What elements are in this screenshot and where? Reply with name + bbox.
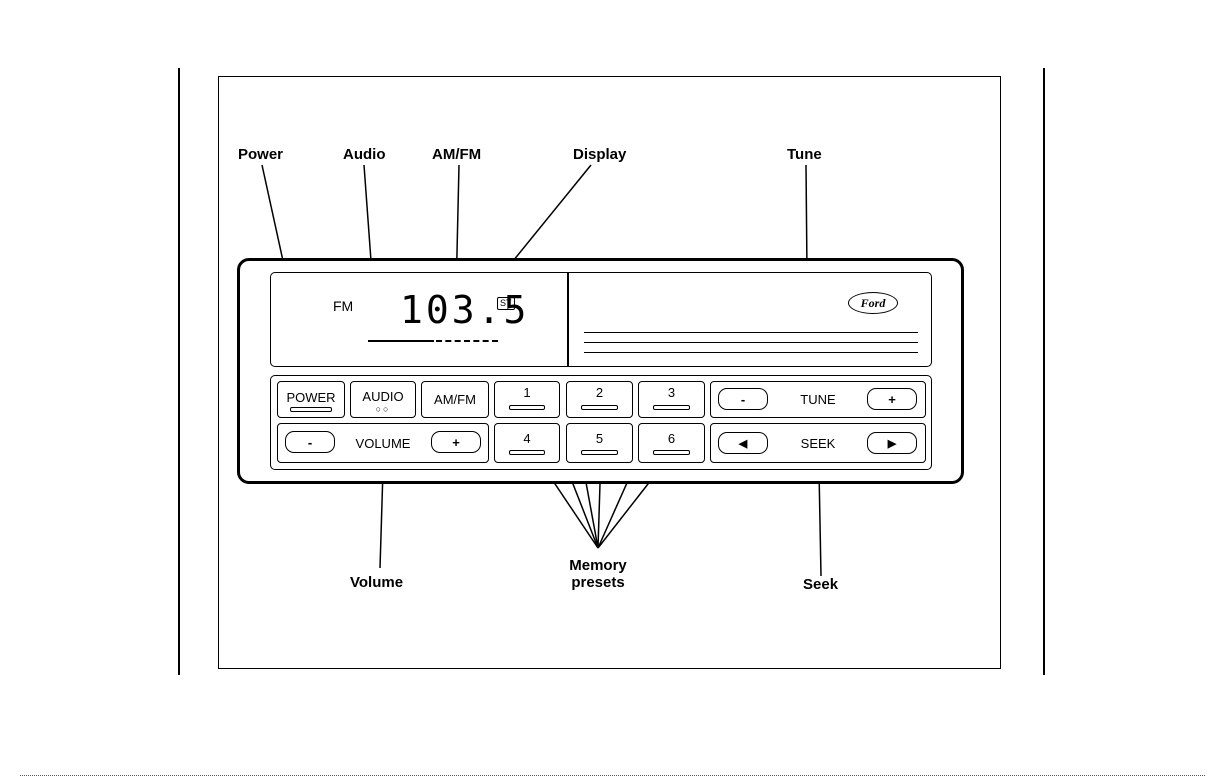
display-line-1 bbox=[584, 332, 918, 333]
audio-button[interactable]: AUDIO ○○ bbox=[350, 381, 416, 418]
preset-bar-4 bbox=[509, 450, 545, 455]
preset-button-4[interactable]: 4 bbox=[494, 423, 560, 463]
signal-bar-dashed bbox=[436, 340, 498, 342]
display-line-2 bbox=[584, 342, 918, 343]
callout-memory-presets: Memory presets bbox=[560, 557, 636, 591]
power-button[interactable]: POWER bbox=[277, 381, 345, 418]
preset-button-2[interactable]: 2 bbox=[566, 381, 633, 418]
scan-artifact-line bbox=[20, 775, 1205, 776]
display-line-3 bbox=[584, 352, 918, 353]
display-frequency: 103.5 bbox=[400, 290, 529, 330]
callout-display: Display bbox=[573, 146, 626, 163]
volume-down-button[interactable]: - bbox=[285, 431, 335, 453]
signal-bar-solid bbox=[368, 340, 434, 342]
preset-label-4: 4 bbox=[495, 431, 559, 446]
audio-indicator-dots: ○○ bbox=[351, 404, 415, 414]
tune-down-label: - bbox=[741, 392, 745, 407]
power-indicator-bar bbox=[290, 407, 332, 412]
display-band: FM bbox=[333, 298, 353, 314]
volume-up-button[interactable]: + bbox=[431, 431, 481, 453]
seek-back-icon: ◀ bbox=[739, 437, 747, 450]
preset-button-3[interactable]: 3 bbox=[638, 381, 705, 418]
preset-label-1: 1 bbox=[495, 385, 559, 400]
audio-button-label: AUDIO bbox=[362, 389, 403, 404]
callout-seek: Seek bbox=[803, 576, 838, 593]
callout-tune: Tune bbox=[787, 146, 822, 163]
preset-bar-3 bbox=[653, 405, 690, 410]
ford-logo-text: Ford bbox=[861, 296, 886, 311]
tune-label: TUNE bbox=[800, 392, 835, 407]
preset-bar-2 bbox=[581, 405, 618, 410]
tune-up-button[interactable]: + bbox=[867, 388, 917, 410]
seek-label: SEEK bbox=[801, 436, 836, 451]
power-button-label: POWER bbox=[286, 390, 335, 405]
leader-volume bbox=[380, 470, 383, 568]
callout-audio: Audio bbox=[343, 146, 386, 163]
ford-logo: Ford bbox=[848, 292, 898, 314]
preset-bar-6 bbox=[653, 450, 690, 455]
seek-forward-button[interactable]: ▶ bbox=[867, 432, 917, 454]
preset-button-6[interactable]: 6 bbox=[638, 423, 705, 463]
callout-memory-presets-line2: presets bbox=[560, 574, 636, 591]
preset-button-5[interactable]: 5 bbox=[566, 423, 633, 463]
display-divider bbox=[567, 272, 569, 367]
seek-back-button[interactable]: ◀ bbox=[718, 432, 768, 454]
callout-power: Power bbox=[238, 146, 283, 163]
preset-label-5: 5 bbox=[567, 431, 632, 446]
preset-button-1[interactable]: 1 bbox=[494, 381, 560, 418]
tune-down-button[interactable]: - bbox=[718, 388, 768, 410]
preset-label-3: 3 bbox=[639, 385, 704, 400]
preset-label-2: 2 bbox=[567, 385, 632, 400]
amfm-button-label: AM/FM bbox=[434, 392, 476, 407]
stereo-badge: ST bbox=[497, 297, 515, 310]
amfm-button[interactable]: AM/FM bbox=[421, 381, 489, 418]
volume-up-label: + bbox=[452, 435, 460, 450]
callout-amfm: AM/FM bbox=[432, 146, 481, 163]
callout-volume: Volume bbox=[350, 574, 403, 591]
volume-down-label: - bbox=[308, 435, 312, 450]
preset-bar-1 bbox=[509, 405, 545, 410]
tune-up-label: + bbox=[888, 392, 896, 407]
callout-memory-presets-line1: Memory bbox=[560, 557, 636, 574]
seek-forward-icon: ▶ bbox=[888, 437, 896, 450]
volume-label: VOLUME bbox=[356, 436, 411, 451]
preset-bar-5 bbox=[581, 450, 618, 455]
leader-seek bbox=[819, 470, 821, 576]
preset-label-6: 6 bbox=[639, 431, 704, 446]
